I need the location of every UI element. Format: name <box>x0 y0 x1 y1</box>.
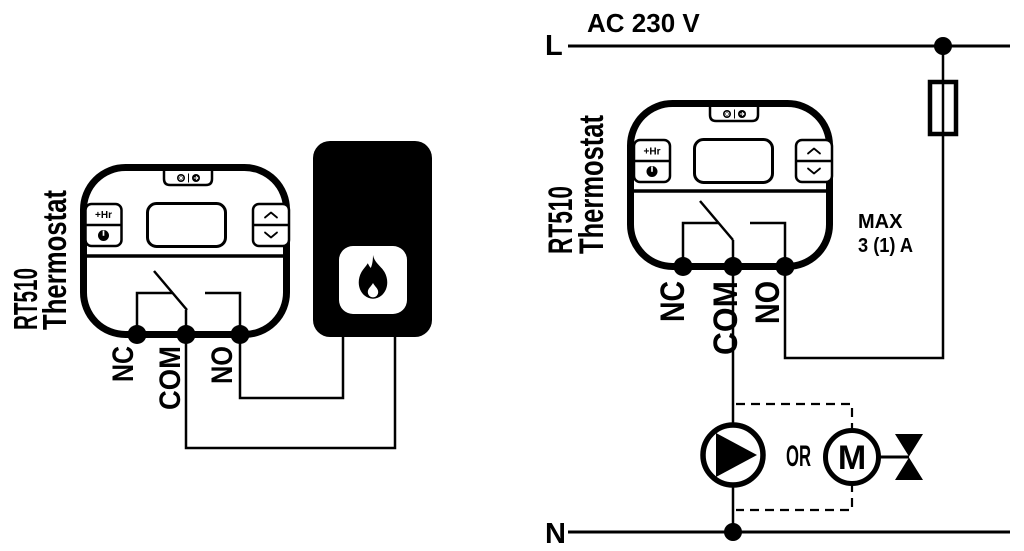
valve-icon <box>895 434 923 480</box>
wire-com-to-boiler <box>184 334 397 450</box>
thermostat-display <box>693 138 774 184</box>
max-load-line2: 3 (1) A <box>858 235 913 257</box>
terminal-label-com: COM <box>154 346 187 410</box>
updown-button-group <box>251 202 291 248</box>
pump-icon <box>700 422 766 488</box>
chevron-down-icon <box>807 167 821 175</box>
device-model-label: RT510 <box>7 268 44 330</box>
left-button-group: +Hr <box>632 138 672 184</box>
terminal-nc <box>127 325 147 344</box>
thermostat-body <box>627 100 833 270</box>
hour-button-label: +Hr <box>95 210 112 221</box>
device-name-label: Thermostat <box>573 115 611 254</box>
power-icon <box>646 166 658 177</box>
motor-icon: M <box>823 428 881 486</box>
boiler <box>313 141 432 337</box>
thermostat-top-tab <box>162 171 214 187</box>
wire-no-to-fuse <box>783 46 945 360</box>
updown-button-group <box>794 138 834 184</box>
live-label: L <box>545 30 563 62</box>
device-name-label: Thermostat <box>36 190 73 330</box>
wire-no-to-boiler <box>238 334 345 400</box>
gear-dot-spokes <box>178 175 184 181</box>
terminal-no <box>775 257 795 276</box>
left-button-group: +Hr <box>84 202 123 248</box>
chevron-up-icon <box>807 147 821 155</box>
motor-valve-group: M <box>823 428 923 486</box>
fuse-icon <box>927 79 959 137</box>
junction-dot-neutral <box>724 523 742 541</box>
voltage-label: AC 230 V <box>587 8 700 38</box>
chevron-up-icon <box>264 211 278 219</box>
arrow-dot-glyph <box>739 111 745 117</box>
thermostat-display <box>146 202 227 248</box>
terminal-label-nc: NC <box>654 281 692 322</box>
thermostat-top-tab <box>708 107 760 123</box>
mains-wiring-diagram: L AC 230 V N OR M <box>542 8 1010 550</box>
terminal-com <box>723 257 743 276</box>
chevron-down-icon <box>264 231 278 239</box>
terminal-nc <box>673 257 693 276</box>
junction-dot-live <box>934 37 952 55</box>
fuse-branch <box>783 37 959 360</box>
boiler-wiring-diagram: +Hr <box>7 141 432 450</box>
terminal-label-com: COM <box>707 281 745 355</box>
terminal-label-no: NO <box>749 281 787 324</box>
power-icon <box>98 230 109 241</box>
terminal-no <box>230 325 250 344</box>
motor-label: M <box>838 439 866 477</box>
or-label: OR <box>786 440 811 473</box>
hour-button-label: +Hr <box>644 147 661 158</box>
relay-switch-symbol <box>135 270 242 331</box>
terminal-label-nc: NC <box>107 346 140 382</box>
arrow-dot-glyph <box>193 175 199 181</box>
max-load-line1: MAX <box>858 211 903 233</box>
neutral-label: N <box>545 518 566 550</box>
gear-dot-spokes <box>724 111 730 117</box>
relay-switch-symbol <box>681 200 787 264</box>
flame-icon <box>358 255 388 299</box>
thermostat-right: +Hr NC <box>542 100 834 355</box>
terminal-com <box>176 325 196 344</box>
device-model-label: RT510 <box>542 186 580 254</box>
thermostat-left: +Hr <box>7 164 291 410</box>
terminal-label-no: NO <box>206 346 239 384</box>
